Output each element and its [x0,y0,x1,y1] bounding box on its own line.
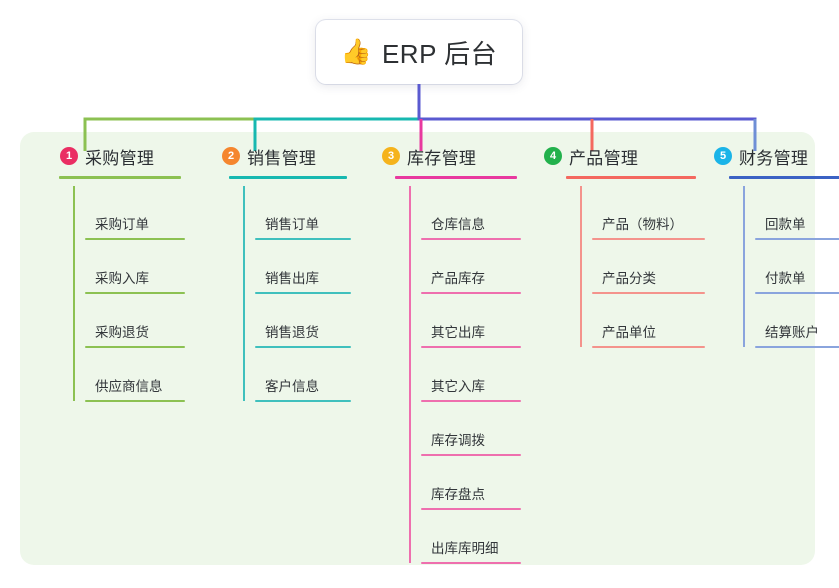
branch-item[interactable]: 仓库信息 [362,186,521,240]
branch-column-5: 5 财务管理回款单付款单结算账户 [694,143,839,348]
branch-item-underline [421,400,521,402]
branch-item-underline [421,454,521,456]
branch-item[interactable]: 其它入库 [362,348,521,402]
branch-item-underline [85,238,185,240]
branch-item[interactable]: 库存调拨 [362,402,521,456]
branch-number-badge: 5 [714,147,732,165]
branch-panel [20,132,815,565]
branch-item-underline [592,238,705,240]
branch-header-5[interactable]: 5 财务管理 [694,143,839,169]
branch-item-label: 采购订单 [95,217,149,233]
branch-item[interactable]: 销售退货 [202,294,351,348]
branch-item-label: 销售退货 [265,325,319,341]
branch-title: 销售管理 [247,148,317,168]
branch-item-underline [421,346,521,348]
branch-item[interactable]: 库存盘点 [362,456,521,510]
branch-number-badge: 3 [382,147,400,165]
branch-items: 仓库信息产品库存其它出库其它入库库存调拨库存盘点出库库明细 [362,186,521,564]
branch-item-underline [755,238,839,240]
thumbs-up-icon: 👍 [340,37,372,66]
branch-item-label: 其它出库 [431,325,485,341]
branch-item-underline [255,292,351,294]
branch-underline [229,176,347,179]
branch-item-label: 供应商信息 [95,379,163,395]
branch-item-underline [755,292,839,294]
branch-item[interactable]: 采购订单 [40,186,185,240]
branch-title: 库存管理 [407,148,477,168]
branch-item-label: 产品（物料） [602,217,683,233]
branch-item-underline [85,346,185,348]
branch-item-underline [255,238,351,240]
branch-item-underline [421,292,521,294]
branch-item[interactable]: 客户信息 [202,348,351,402]
branch-column-4: 4 产品管理产品（物料） 产品分类产品单位 [524,143,705,348]
branch-number-badge: 4 [544,147,562,165]
branch-item[interactable]: 产品分类 [524,240,705,294]
branch-items: 销售订单销售出库销售退货客户信息 [202,186,351,402]
branch-item-underline [421,238,521,240]
branch-item-underline [592,346,705,348]
root-node-erp[interactable]: 👍 ERP 后台 [316,20,522,84]
branch-column-2: 2 销售管理销售订单销售出库销售退货客户信息 [202,143,351,402]
branch-item-label: 客户信息 [265,379,319,395]
branch-item[interactable]: 出库库明细 [362,510,521,564]
branch-header-2[interactable]: 2 销售管理 [202,143,351,169]
branch-item-underline [592,292,705,294]
branch-header-3[interactable]: 3 库存管理 [362,143,521,169]
branch-underline [729,176,839,179]
branch-underline [59,176,181,179]
branch-item-label: 产品单位 [602,325,656,341]
branch-item-underline [421,508,521,510]
branch-item-label: 产品库存 [431,271,485,287]
branch-number-badge: 1 [60,147,78,165]
branch-item-underline [85,400,185,402]
branch-item-label: 产品分类 [602,271,656,287]
branch-item-label: 库存盘点 [431,487,485,503]
branch-items: 回款单付款单结算账户 [694,186,839,348]
branch-item[interactable]: 其它出库 [362,294,521,348]
branch-underline [566,176,696,179]
branch-column-1: 1 采购管理采购订单采购入库采购退货供应商信息 [40,143,185,402]
branch-item-label: 库存调拨 [431,433,485,449]
branch-item[interactable]: 采购入库 [40,240,185,294]
branch-number-badge: 2 [222,147,240,165]
branch-underline [395,176,517,179]
branch-item-underline [755,346,839,348]
branch-item[interactable]: 产品库存 [362,240,521,294]
branch-item-label: 采购入库 [95,271,149,287]
branch-item-label: 其它入库 [431,379,485,395]
branch-item-label: 销售订单 [265,217,319,233]
branch-title: 采购管理 [85,148,155,168]
branch-item-label: 销售出库 [265,271,319,287]
branch-items: 产品（物料） 产品分类产品单位 [524,186,705,348]
branch-item[interactable]: 付款单 [694,240,839,294]
branch-title: 财务管理 [739,148,809,168]
root-node-label: ERP 后台 [381,38,498,69]
branch-item-label: 付款单 [765,271,806,287]
branch-item-underline [85,292,185,294]
branch-item-label: 回款单 [765,217,806,233]
branch-item-underline [255,346,351,348]
branch-item-label: 出库库明细 [431,541,499,557]
branch-item[interactable]: 供应商信息 [40,348,185,402]
branch-item[interactable]: 回款单 [694,186,839,240]
branch-item[interactable]: 销售出库 [202,240,351,294]
branch-item[interactable]: 销售订单 [202,186,351,240]
branch-column-3: 3 库存管理仓库信息产品库存其它出库其它入库库存调拨库存盘点出库库明细 [362,143,521,564]
branch-title: 产品管理 [569,148,639,168]
branch-item[interactable]: 产品单位 [524,294,705,348]
branch-item-label: 仓库信息 [431,217,485,233]
branch-header-1[interactable]: 1 采购管理 [40,143,185,169]
branch-item[interactable]: 产品（物料） [524,186,705,240]
branch-item-underline [421,562,521,564]
branch-item-underline [255,400,351,402]
branch-item-label: 结算账户 [765,325,819,341]
branch-item[interactable]: 采购退货 [40,294,185,348]
branch-item[interactable]: 结算账户 [694,294,839,348]
branch-items: 采购订单采购入库采购退货供应商信息 [40,186,185,402]
branch-header-4[interactable]: 4 产品管理 [524,143,705,169]
branch-item-label: 采购退货 [95,325,149,341]
